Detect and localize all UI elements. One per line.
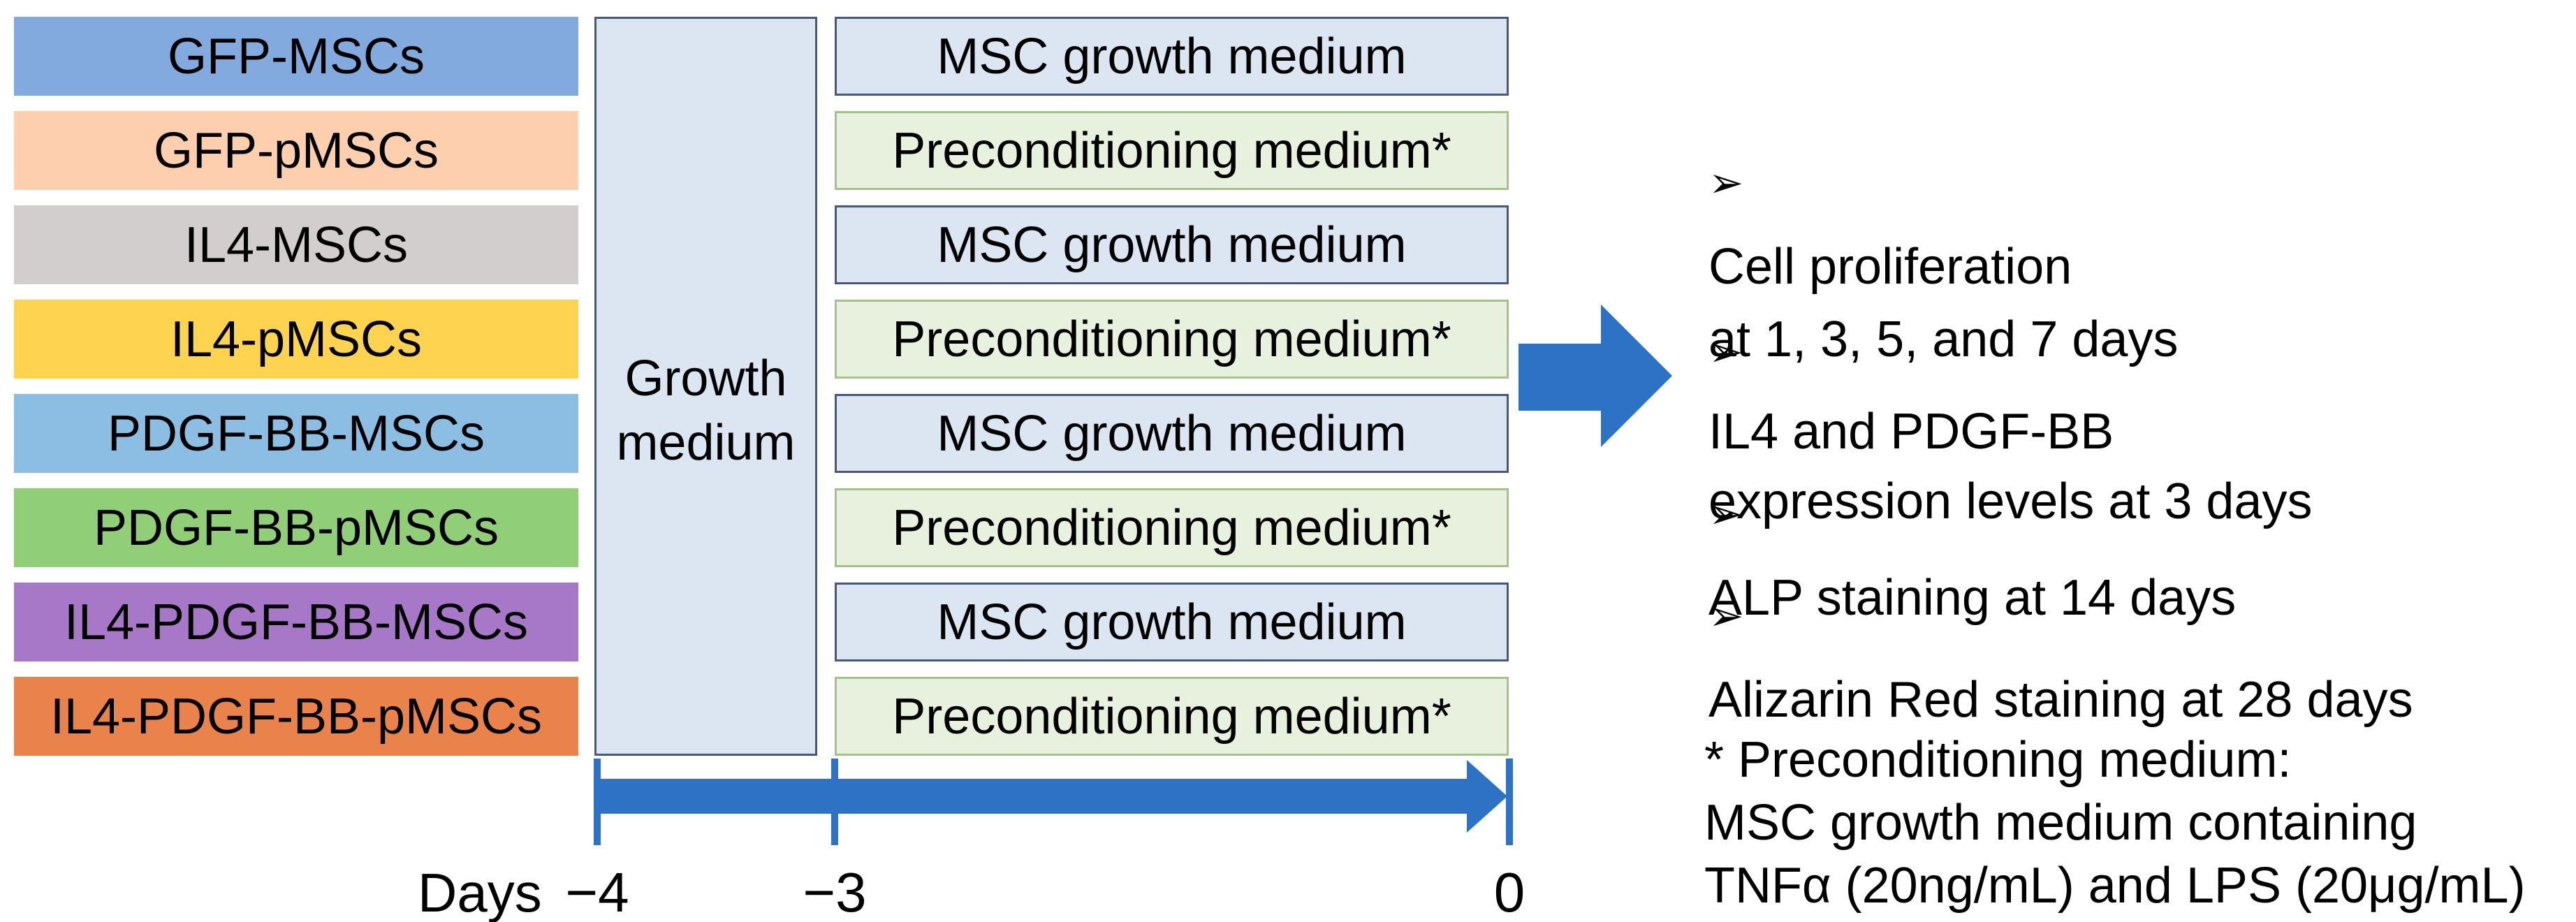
cell-type-box-pdgf-bb-mscs: PDGF-BB-MSCs [14, 394, 578, 473]
arrowhead-bullet-icon: ➢ [1708, 328, 1744, 376]
timeline-arrow-body [597, 779, 1470, 814]
schedule-box-row5: MSC growth medium [835, 394, 1509, 473]
timeline-label-zero: 0 [1493, 861, 1525, 922]
timeline-axis-label: Days [418, 862, 542, 922]
schedule-box-row6: Preconditioning medium* [835, 488, 1509, 567]
arrowhead-bullet-icon: ➢ [1708, 159, 1744, 207]
cell-type-box-il4-pmscs: IL4-pMSCs [14, 300, 578, 379]
schedule-box-row2: Preconditioning medium* [835, 111, 1509, 190]
result-line: Alizarin Red staining at 28 days [1708, 672, 2413, 728]
timeline-tick-day-zero [1506, 759, 1513, 845]
timeline-tick-day-minus3 [831, 759, 838, 845]
schedule-box-row1: MSC growth medium [835, 17, 1509, 96]
result-line: IL4 and PDGF-BB [1708, 404, 2114, 460]
result-line: Cell proliferation [1708, 239, 2072, 295]
arrowhead-bullet-icon: ➢ [1708, 490, 1744, 539]
big-arrow-head [1601, 305, 1672, 447]
cell-type-box-il4-pdgf-bb-pmscs: IL4-PDGF-BB-pMSCs [14, 677, 578, 756]
timeline-arrow-head-icon [1467, 760, 1507, 833]
cell-type-box-il4-pdgf-bb-mscs: IL4-PDGF-BB-MSCs [14, 583, 578, 661]
cell-type-box-gfp-mscs: GFP-MSCs [14, 17, 578, 96]
result-line: at 1, 3, 5, and 7 days [1708, 312, 2179, 367]
schedule-box-row4: Preconditioning medium* [835, 300, 1509, 379]
preconditioning-footnote: * Preconditioning medium: MSC growth med… [1704, 729, 2526, 917]
timeline-label-minus3: −3 [803, 861, 867, 922]
footnote-line: TNFα (20ng/mL) and LPS (20μg/mL) [1704, 858, 2526, 914]
result-line: expression levels at 3 days [1708, 474, 2313, 529]
cell-type-box-il4-mscs: IL4-MSCs [14, 205, 578, 284]
footnote-line: * Preconditioning medium: [1704, 732, 2292, 788]
result-item-expression: ➢ IL4 and PDGF-BB expression levels at 3… [1708, 327, 2312, 536]
result-line: ALP staining at 14 days [1708, 570, 2237, 626]
arrowhead-bullet-icon: ➢ [1708, 592, 1744, 641]
timeline-tick-day-minus4 [594, 759, 601, 845]
result-item-alp: ➢ ALP staining at 14 days [1708, 489, 2236, 634]
growth-medium-column: Growth medium [594, 17, 817, 756]
schedule-box-row7: MSC growth medium [835, 583, 1509, 661]
big-arrow-body [1518, 344, 1604, 411]
schedule-box-row8: Preconditioning medium* [835, 677, 1509, 756]
result-item-proliferation: ➢ Cell proliferation at 1, 3, 5, and 7 d… [1708, 158, 2178, 376]
footnote-line: MSC growth medium containing [1704, 795, 2417, 851]
schedule-box-row3: MSC growth medium [835, 205, 1509, 284]
cell-type-box-gfp-pmscs: GFP-pMSCs [14, 111, 578, 190]
cell-type-box-pdgf-bb-pmscs: PDGF-BB-pMSCs [14, 488, 578, 567]
result-item-alizarin: ➢ Alizarin Red staining at 28 days [1708, 591, 2413, 736]
timeline-label-minus4: −4 [565, 861, 629, 922]
